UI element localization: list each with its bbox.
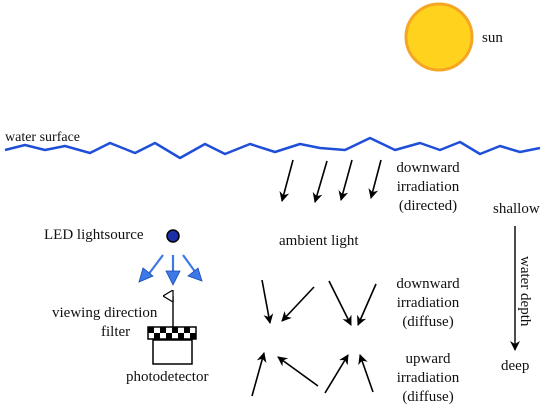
directed-arrow: [312, 160, 328, 203]
led-lightsource-label: LED lightsource: [44, 227, 144, 243]
diffuse-down-arrow: [281, 286, 315, 322]
filter-icon: [147, 326, 197, 340]
diffuse-up-arrow: [324, 354, 349, 394]
led-arrow-right: [182, 254, 197, 274]
viewing-direction-label: viewing direction: [52, 305, 158, 321]
photodetector-label: photodetector: [126, 369, 209, 385]
sun-label: sun: [482, 30, 503, 46]
water-surface-label: water surface: [5, 130, 81, 145]
led-icon: [166, 229, 180, 243]
diffuse-up-arrow: [277, 356, 319, 387]
downward-diffuse-label: downward irradiation (diffuse): [396, 276, 460, 330]
shallow-label: shallow: [493, 201, 540, 217]
photodetector-icon: [152, 339, 193, 365]
diffuse-up-arrow: [251, 352, 267, 397]
deep-label: deep: [501, 358, 530, 374]
directed-arrow: [338, 159, 353, 201]
diffuse-upward-arrows: [251, 352, 374, 397]
led-arrowhead-center: [165, 270, 181, 286]
downward-directed-label: downward irradiation (directed): [396, 160, 460, 214]
sun-icon: [404, 2, 474, 72]
ambient-light-label: ambient light: [279, 233, 359, 249]
diffuse-up-arrow: [358, 354, 374, 393]
filter-label: filter: [101, 324, 131, 340]
diffuse-down-arrow: [261, 279, 274, 324]
led-arrowhead-left: [138, 267, 154, 283]
led-arrowhead-right: [187, 267, 203, 282]
led-emission-arrows: [138, 254, 203, 286]
upward-diffuse-label: upward irradiation (diffuse): [396, 351, 460, 405]
directed-arrow: [279, 159, 294, 202]
water-surface-line: [4, 136, 541, 160]
diffuse-down-arrow: [328, 280, 352, 326]
directed-irradiation-arrows: [279, 159, 382, 203]
diffuse-down-arrow: [357, 283, 377, 326]
directed-arrow: [368, 159, 382, 199]
water-depth-label: water depth: [517, 256, 533, 327]
diffuse-downward-arrows: [261, 279, 377, 326]
